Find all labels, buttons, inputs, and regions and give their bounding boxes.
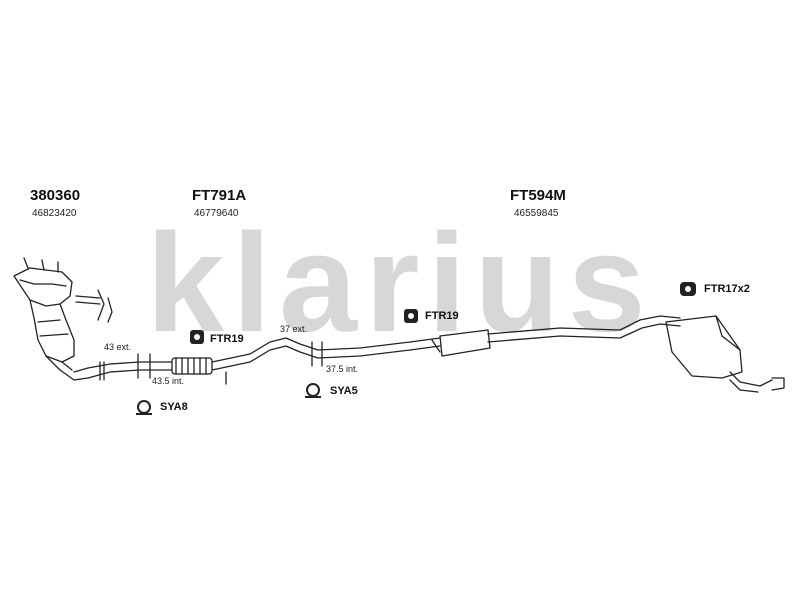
dimension-label: 43 ext.	[104, 342, 132, 352]
front-pipe-drawing	[73, 289, 141, 381]
fitting-label-ftr17: FTR17x2	[704, 283, 750, 295]
part-number-rear-silencer: 46559845	[514, 208, 559, 219]
dimension-label: 43.5 int.	[152, 376, 185, 386]
fitting-label-sya8: SYA8	[160, 401, 188, 413]
part-code-manifold: 380360	[30, 187, 81, 204]
fitting-label-ftr19: FTR19	[210, 333, 244, 345]
dimension-label: 37 ext.	[280, 324, 308, 334]
part-number-manifold: 46823420	[32, 208, 77, 219]
fitting-label-ftr19: FTR19	[425, 310, 459, 322]
catalytic-converter-drawing	[13, 257, 75, 381]
clamp-icon	[136, 400, 152, 415]
part-code-front-pipe: FT791A	[192, 187, 247, 204]
rear-pipe-drawing	[317, 315, 785, 393]
rubber-hanger-icon	[680, 282, 696, 296]
centre-pipe-drawing	[139, 337, 319, 385]
part-code-rear-silencer: FT594M	[510, 187, 566, 204]
rubber-hanger-icon	[404, 309, 418, 323]
brand-watermark: klarius	[146, 204, 654, 361]
dimension-label: 37.5 int.	[326, 364, 359, 374]
rubber-hanger-icon	[190, 330, 204, 344]
part-number-front-pipe: 46779640	[194, 208, 239, 219]
clamp-icon	[305, 383, 321, 398]
fitting-label-sya5: SYA5	[330, 385, 358, 397]
dimension-markers	[137, 341, 323, 379]
